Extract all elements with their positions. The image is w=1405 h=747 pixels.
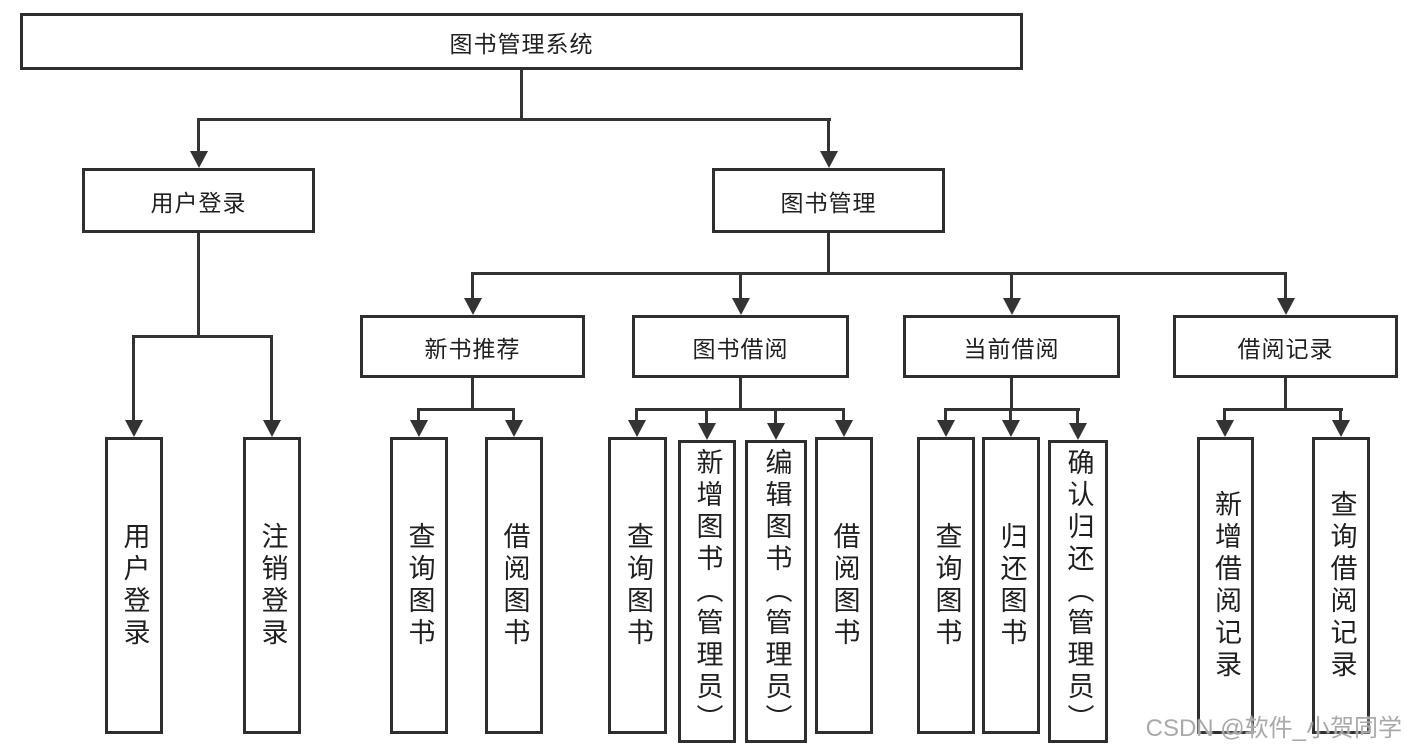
edge-line	[827, 118, 830, 154]
node-label: 用户登录	[150, 189, 247, 216]
node-label: 确认归还（管理员）	[1063, 447, 1094, 736]
leaf-recommend-query-book: 查询图书	[390, 437, 448, 734]
arrowhead-down-icon	[464, 298, 482, 315]
edge-line	[827, 233, 830, 274]
node-label: 借阅图书	[829, 521, 860, 650]
node-label: 借阅记录	[1237, 335, 1334, 362]
node-label: 新增借阅记录	[1211, 489, 1241, 682]
arrowhead-down-icon	[505, 420, 523, 437]
arrowhead-down-icon	[1069, 423, 1087, 440]
arrowhead-down-icon	[1277, 298, 1295, 315]
edge-line	[417, 408, 420, 423]
leaf-logout: 注销登录	[243, 437, 301, 734]
leaf-current-confirm-return-admin: 确认归还（管理员）	[1048, 440, 1108, 743]
node-new-book-recommend: 新书推荐	[360, 315, 585, 378]
edge-line	[197, 118, 831, 121]
arrowhead-down-icon	[1002, 420, 1020, 437]
edge-line	[1009, 408, 1012, 423]
edge-line	[1339, 408, 1342, 423]
leaf-current-query-book: 查询图书	[917, 437, 975, 734]
edge-line	[1223, 408, 1226, 423]
edge-line	[512, 408, 515, 423]
edge-line	[1223, 408, 1343, 411]
edge-line	[1010, 272, 1013, 302]
arrowhead-down-icon	[937, 420, 955, 437]
leaf-borrowing-add-book-admin: 新增图书（管理员）	[678, 440, 736, 743]
node-label: 当前借阅	[963, 335, 1060, 362]
node-label: 用户登录	[119, 521, 150, 650]
node-label: 查询借阅记录	[1326, 489, 1357, 682]
edge-line	[270, 335, 273, 423]
edge-line	[417, 408, 515, 411]
leaf-records-query-record: 查询借阅记录	[1312, 437, 1370, 734]
node-label: 借阅图书	[499, 521, 530, 650]
edge-line	[1010, 378, 1013, 410]
leaf-current-return-book: 归还图书	[982, 437, 1040, 734]
node-label: 新书推荐	[424, 335, 521, 362]
edge-line	[471, 378, 474, 410]
node-label: 查询图书	[623, 521, 653, 650]
node-label: 查询图书	[404, 521, 435, 650]
node-label: 图书管理	[780, 189, 877, 216]
edge-line	[197, 233, 200, 337]
arrowhead-down-icon	[263, 420, 281, 437]
node-label: 编辑图书（管理员）	[761, 447, 792, 736]
edge-line	[944, 408, 947, 423]
arrowhead-down-icon	[732, 298, 750, 315]
arrowhead-down-icon	[1216, 420, 1234, 437]
edge-line	[132, 335, 273, 338]
edge-line	[471, 272, 474, 302]
edge-line	[705, 408, 708, 426]
edge-line	[842, 408, 845, 423]
arrowhead-down-icon	[410, 420, 428, 437]
node-user-login: 用户登录	[82, 168, 315, 233]
edge-line	[1076, 408, 1079, 426]
node-book-management: 图书管理	[712, 168, 945, 233]
edge-line	[635, 408, 638, 423]
node-label: 归还图书	[996, 521, 1027, 650]
arrowhead-down-icon	[190, 151, 208, 168]
leaf-records-add-record: 新增借阅记录	[1197, 437, 1254, 734]
node-label: 图书管理系统	[449, 30, 594, 57]
leaf-borrowing-query-book: 查询图书	[608, 437, 667, 734]
arrowhead-down-icon	[1332, 420, 1350, 437]
edge-line	[944, 408, 1080, 411]
edge-line	[739, 272, 742, 302]
node-current-borrowing: 当前借阅	[903, 315, 1120, 378]
edge-line	[1284, 272, 1287, 302]
edge-line	[774, 408, 777, 426]
leaf-user-login: 用户登录	[105, 437, 163, 734]
arrowhead-down-icon	[698, 423, 716, 440]
csdn-watermark: CSDN @软件_小贺同学	[1145, 715, 1402, 742]
node-borrow-records: 借阅记录	[1173, 315, 1398, 378]
node-label: 新增图书（管理员）	[692, 447, 723, 736]
edge-line	[739, 378, 742, 410]
leaf-borrowing-edit-book-admin: 编辑图书（管理员）	[745, 440, 807, 743]
edge-line	[197, 118, 200, 154]
arrowhead-down-icon	[125, 420, 143, 437]
leaf-borrowing-borrow-book: 借阅图书	[815, 437, 873, 734]
arrowhead-down-icon	[820, 151, 838, 168]
arrowhead-down-icon	[628, 420, 646, 437]
arrowhead-down-icon	[835, 420, 853, 437]
edge-line	[132, 335, 135, 423]
edge-line	[520, 69, 523, 120]
node-label: 图书借阅	[692, 335, 789, 362]
node-label: 注销登录	[257, 521, 288, 650]
leaf-recommend-borrow-book: 借阅图书	[485, 437, 543, 734]
arrowhead-down-icon	[767, 423, 785, 440]
edge-line	[635, 408, 845, 411]
edge-line	[1284, 378, 1287, 410]
edge-line	[471, 272, 1287, 275]
node-book-borrowing: 图书借阅	[632, 315, 849, 378]
node-label: 查询图书	[931, 521, 962, 650]
node-root-system: 图书管理系统	[20, 13, 1023, 70]
arrowhead-down-icon	[1003, 298, 1021, 315]
